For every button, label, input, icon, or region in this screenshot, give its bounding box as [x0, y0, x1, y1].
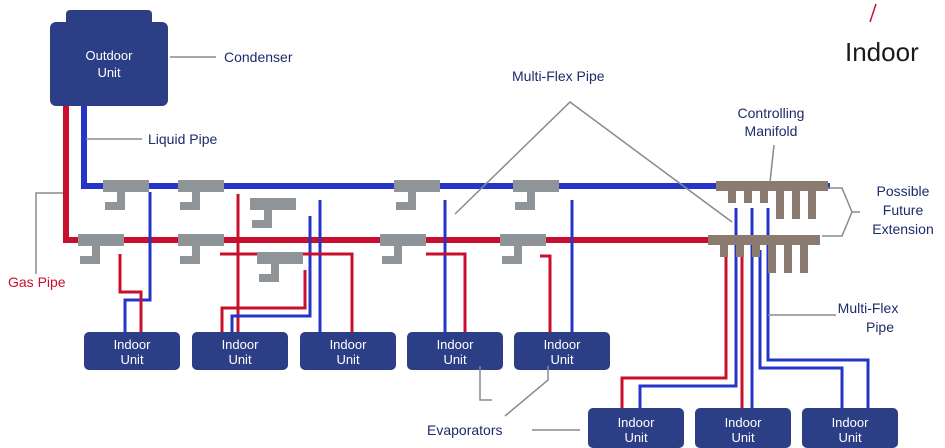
svg-text:Unit: Unit	[228, 352, 252, 367]
svg-text:Indoor: Indoor	[222, 337, 260, 352]
outdoor-unit-line1: Outdoor	[86, 48, 134, 63]
svg-text:Unit: Unit	[550, 352, 574, 367]
branch-fittings	[78, 180, 559, 282]
svg-text:Indoor: Indoor	[832, 415, 870, 430]
future-extension-label-1: Possible	[877, 183, 930, 199]
controlling-manifold-label-2: Manifold	[745, 123, 798, 139]
evaporators-label: Evaporators	[427, 422, 502, 438]
red-tick-mark	[869, 3, 877, 23]
condenser-label: Condenser	[224, 49, 293, 65]
indoor-unit: Indoor Unit	[588, 408, 684, 448]
gas-pipe-label: Gas Pipe	[8, 274, 66, 290]
indoor-unit: Indoor Unit	[695, 408, 791, 448]
liquid-pipe-label: Liquid Pipe	[148, 131, 217, 147]
svg-text:Indoor: Indoor	[725, 415, 763, 430]
branch-pipes	[118, 192, 870, 410]
indoor-unit: Indoor Unit	[84, 332, 180, 370]
outdoor-unit-line2: Unit	[97, 65, 121, 80]
indoor-corner-text: Indoor	[845, 37, 919, 67]
gas-pipe-main	[63, 100, 820, 243]
svg-text:Unit: Unit	[336, 352, 360, 367]
svg-text:Unit: Unit	[731, 430, 755, 445]
svg-text:Indoor: Indoor	[618, 415, 656, 430]
svg-text:Unit: Unit	[120, 352, 144, 367]
svg-text:Unit: Unit	[624, 430, 648, 445]
multiflex-right-label-1: Multi-Flex	[838, 300, 899, 316]
svg-text:Indoor: Indoor	[437, 337, 475, 352]
leader-lines	[35, 56, 860, 431]
liquid-pipe-main	[81, 100, 830, 189]
future-extension-label-2: Future	[883, 202, 924, 218]
controlling-manifold	[708, 181, 828, 273]
indoor-unit: Indoor Unit	[514, 332, 610, 370]
multiflex-right-label-2: Pipe	[866, 319, 894, 335]
indoor-unit: Indoor Unit	[192, 332, 288, 370]
outdoor-unit: Outdoor Unit	[50, 10, 168, 106]
controlling-manifold-label-1: Controlling	[738, 105, 805, 121]
multiflex-pipe-label: Multi-Flex Pipe	[512, 68, 605, 84]
svg-text:Unit: Unit	[838, 430, 862, 445]
svg-text:Indoor: Indoor	[114, 337, 152, 352]
future-extension-label-3: Extension	[872, 221, 933, 237]
indoor-unit: Indoor Unit	[407, 332, 503, 370]
indoor-unit: Indoor Unit	[802, 408, 898, 448]
svg-text:Unit: Unit	[443, 352, 467, 367]
svg-text:Indoor: Indoor	[330, 337, 368, 352]
svg-text:Indoor: Indoor	[544, 337, 582, 352]
indoor-unit: Indoor Unit	[300, 332, 396, 370]
